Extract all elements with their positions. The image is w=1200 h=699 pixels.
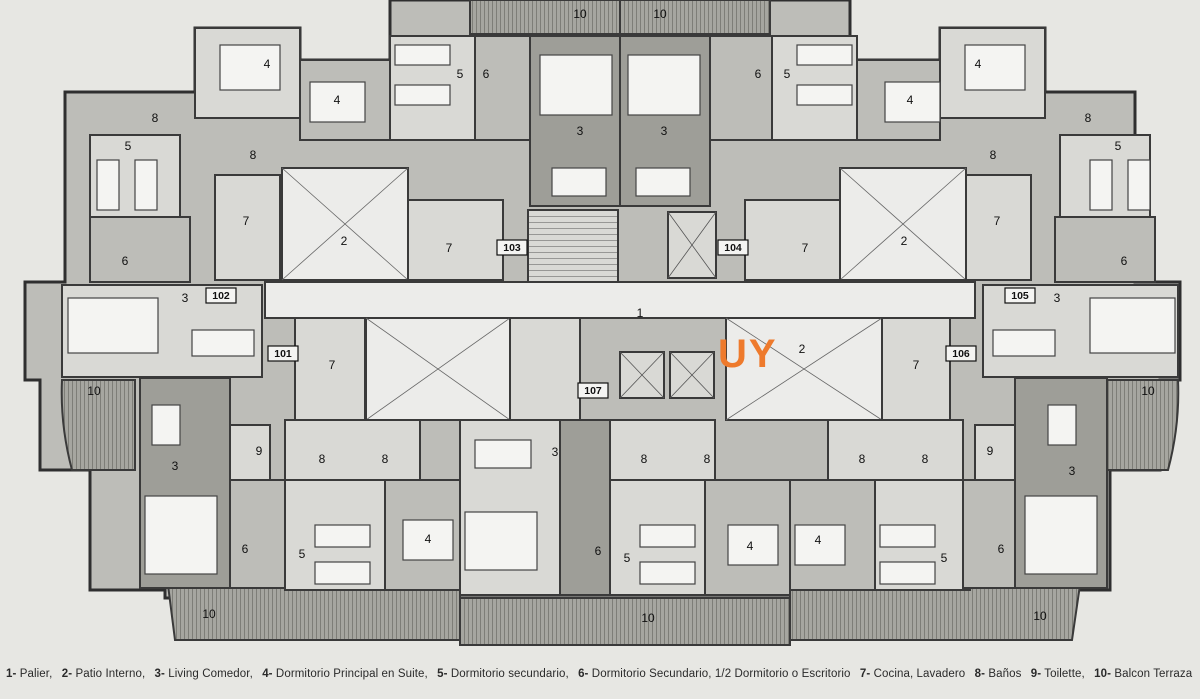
svg-text:8: 8 [704,452,711,466]
legend-item-4: 4- Dormitorio Principal en Suite, [262,668,428,680]
svg-text:8: 8 [319,452,326,466]
svg-text:5: 5 [941,551,948,565]
legend-item-5: 5- Dormitorio secundario, [437,668,569,680]
svg-text:10: 10 [87,384,101,398]
svg-text:6: 6 [122,254,129,268]
svg-text:7: 7 [243,214,250,228]
svg-text:6: 6 [595,544,602,558]
svg-text:101: 101 [274,348,292,360]
svg-text:8: 8 [922,452,929,466]
svg-text:2: 2 [341,234,348,248]
patio-top-right [839,167,967,281]
svg-text:10: 10 [202,607,216,621]
svg-text:3: 3 [172,459,179,473]
patio-top-left [281,167,409,281]
svg-text:3: 3 [1069,464,1076,478]
balcony-top-left [469,0,621,35]
legend-item-9: 9- Toilette, [1030,668,1085,680]
svg-text:2: 2 [799,342,806,356]
svg-text:5: 5 [457,67,464,81]
svg-text:4: 4 [334,93,341,107]
watermark: UY [470,330,790,380]
svg-text:10: 10 [1033,609,1047,623]
legend-item-2: 2- Patio Interno, [61,668,146,680]
legend-item-7: 7- Cocina, Lavadero [859,668,966,680]
svg-text:102: 102 [212,290,230,302]
balcony-left [60,379,136,471]
patio-mid-right [725,317,883,421]
svg-text:6: 6 [998,542,1005,556]
svg-text:10: 10 [641,611,655,625]
svg-text:104: 104 [724,242,742,254]
stair-core [527,209,619,283]
svg-text:5: 5 [125,139,132,153]
svg-text:10: 10 [1141,384,1155,398]
svg-text:103: 103 [503,242,521,254]
svg-text:106: 106 [952,348,970,360]
palier-corridor [264,281,976,319]
svg-text:7: 7 [329,358,336,372]
svg-text:5: 5 [299,547,306,561]
svg-text:4: 4 [907,93,914,107]
svg-text:10: 10 [653,7,667,21]
svg-text:4: 4 [264,57,271,71]
watermark-brand: UY [718,332,778,376]
svg-text:3: 3 [552,445,559,459]
svg-text:8: 8 [250,148,257,162]
svg-text:8: 8 [152,111,159,125]
room-labels: 4 4 5 6 3 3 6 5 4 4 10 10 8 8 8 8 5 5 7 … [87,7,1155,625]
svg-text:6: 6 [242,542,249,556]
svg-text:6: 6 [755,67,762,81]
furniture-sofas [67,297,1176,575]
svg-text:3: 3 [182,291,189,305]
legend-item-10: 10- Balcon Terraza [1094,668,1193,680]
svg-text:4: 4 [747,539,754,553]
svg-text:9: 9 [987,444,994,458]
svg-text:8: 8 [1085,111,1092,125]
furniture-dining [151,167,1077,469]
svg-text:3: 3 [577,124,584,138]
balcony-right [1104,379,1180,471]
svg-text:4: 4 [975,57,982,71]
room-legend: 1- Palier, 2- Patio Interno, 3- Living C… [6,668,1200,688]
svg-text:6: 6 [1121,254,1128,268]
legend-item-3: 3- Living Comedor, [154,668,253,680]
legend-item-8: 8- Baños [974,668,1022,680]
svg-text:107: 107 [584,385,602,397]
svg-text:4: 4 [425,532,432,546]
svg-text:4: 4 [815,533,822,547]
svg-text:3: 3 [1054,291,1061,305]
svg-text:5: 5 [784,67,791,81]
svg-text:5: 5 [624,551,631,565]
svg-text:105: 105 [1011,290,1029,302]
svg-text:8: 8 [859,452,866,466]
svg-text:3: 3 [661,124,668,138]
svg-text:7: 7 [446,241,453,255]
legend-item-6: 6- Dormitorio Secundario, 1/2 Dormitorio… [578,668,851,680]
svg-text:9: 9 [256,444,263,458]
unit-tags: 102 101 103 104 105 106 107 [205,239,1036,399]
legend-item-1: 1- Palier, [6,668,53,680]
svg-text:8: 8 [641,452,648,466]
svg-text:5: 5 [1115,139,1122,153]
balcony-top-right [619,0,771,35]
svg-text:2: 2 [901,234,908,248]
floor-plan: 4 4 5 6 3 3 6 5 4 4 10 10 8 8 8 8 5 5 7 … [23,0,1182,646]
svg-text:7: 7 [994,214,1001,228]
svg-text:1: 1 [637,306,644,320]
balcony-bottom-center [459,597,791,646]
svg-text:7: 7 [913,358,920,372]
svg-text:10: 10 [573,7,587,21]
svg-text:8: 8 [382,452,389,466]
svg-text:6: 6 [483,67,490,81]
furniture-beds [96,44,1151,585]
svg-text:8: 8 [990,148,997,162]
svg-text:7: 7 [802,241,809,255]
